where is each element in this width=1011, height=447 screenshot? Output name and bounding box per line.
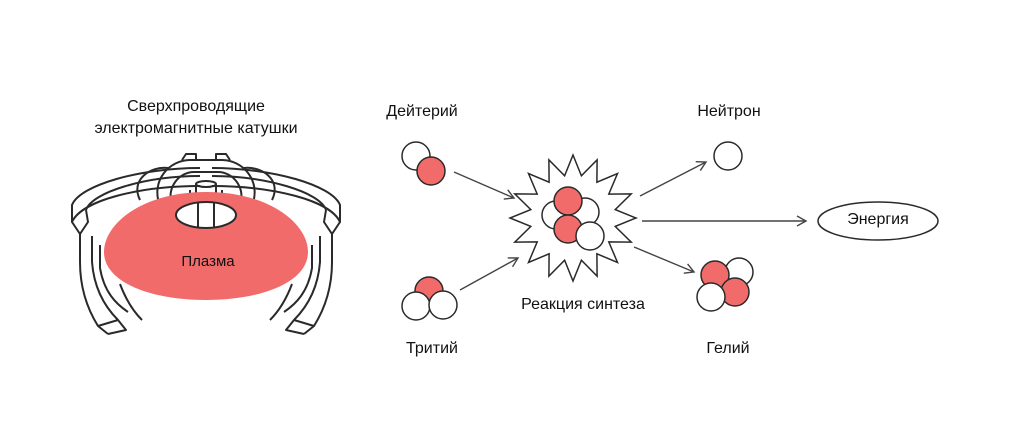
plasma-label: Плазма [181,253,235,270]
coil-lower [119,283,293,321]
tritium-nucleus [401,276,458,321]
coils-label-line2: электромагнитные катушки [94,120,298,137]
neutron-particle [575,221,605,251]
deuterium-nucleus [401,141,446,186]
neutron-particle [401,291,431,321]
deuterium-label: Дейтерий [386,103,458,120]
neutron-label: Нейтрон [697,103,761,120]
proton-particle [416,156,446,186]
reaction-label: Реакция синтеза [521,296,645,313]
torus-hole [175,201,237,229]
arrow-reaction-to-helium [633,246,696,274]
plasma-torus [104,192,308,300]
free-neutron [713,141,743,171]
tokamak-illustration [71,153,341,335]
neutron-particle [696,282,726,312]
coil-upper [136,153,276,207]
proton-particle [553,186,583,216]
proton-particle [720,277,750,307]
reaction-nucleus [541,186,605,251]
arrows [453,160,808,291]
coil-left [71,167,201,335]
tritium-label: Тритий [406,340,458,357]
arrow-reaction-to-neutron [639,160,708,197]
helium-label: Гелий [706,340,750,357]
neutron-particle [428,290,458,320]
arrow-deuterium-to-reaction [453,171,516,200]
energy-label: Энергия [847,211,909,228]
arrow-tritium-to-reaction [459,257,520,291]
coils-label: Сверхпроводящие электромагнитные катушки [60,96,332,140]
coil-right [211,167,341,335]
coils-label-line1: Сверхпроводящие [127,98,265,115]
helium-nucleus [696,257,754,312]
energy-ellipse [817,201,939,241]
